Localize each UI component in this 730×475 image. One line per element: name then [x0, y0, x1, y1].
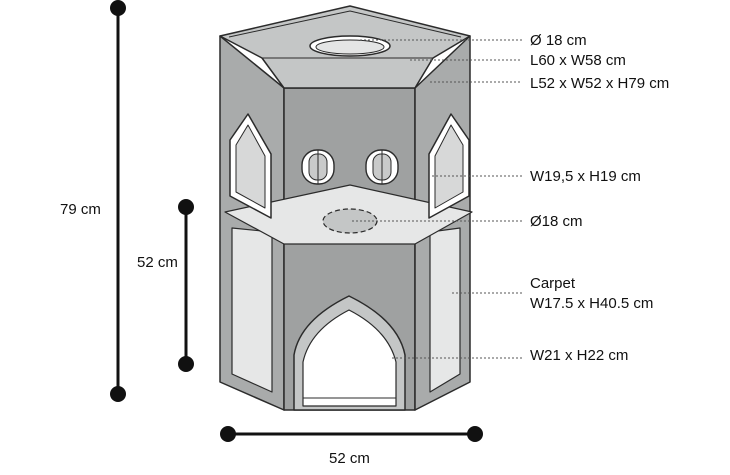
- dimension-endpoint: [178, 199, 194, 215]
- dimension-endpoint: [220, 426, 236, 442]
- round-hole-left: [301, 149, 335, 185]
- dimension-label-total-height: 79 cm: [60, 201, 101, 218]
- carpet-left: [231, 227, 273, 393]
- dimension-label-platform-height: 52 cm: [137, 254, 178, 271]
- dimension-total-height: [110, 0, 126, 402]
- dimension-endpoint: [110, 386, 126, 402]
- annotation-window-size: W19,5 x H19 cm: [530, 168, 641, 185]
- annotations: Ø 18 cm L60 x W58 cm L52 x W52 x H79 cm …: [530, 32, 669, 364]
- dimension-endpoint: [467, 426, 483, 442]
- annotation-carpet-title: Carpet: [530, 275, 576, 292]
- top-lid-edge-left: [261, 57, 285, 89]
- dimension-endpoint: [178, 356, 194, 372]
- dimension-width: [220, 426, 483, 442]
- carpet-right: [429, 227, 461, 393]
- annotation-body-size: L52 x W52 x H79 cm: [530, 75, 669, 92]
- top-lid-edge-right: [414, 57, 434, 89]
- annotation-carpet-size: W17.5 x H40.5 cm: [530, 295, 653, 312]
- dimension-endpoint: [110, 0, 126, 16]
- dimension-label-width: 52 cm: [329, 450, 370, 467]
- annotation-entrance-size: W21 x H22 cm: [530, 347, 628, 364]
- leader-lines: [352, 39, 522, 359]
- dimension-platform-height: [178, 199, 194, 372]
- annotation-top-hole: Ø 18 cm: [530, 32, 587, 49]
- annotation-top-size: L60 x W58 cm: [530, 52, 626, 69]
- window-right-inner: [434, 124, 464, 209]
- top-lid-rim: [228, 10, 462, 38]
- window-left-inner: [235, 124, 266, 209]
- annotation-platform-hole: Ø18 cm: [530, 213, 583, 230]
- entrance-opening: [302, 309, 397, 407]
- round-hole-right: [365, 149, 399, 185]
- cat-tower: [219, 5, 473, 411]
- top-hole-inner: [315, 39, 385, 55]
